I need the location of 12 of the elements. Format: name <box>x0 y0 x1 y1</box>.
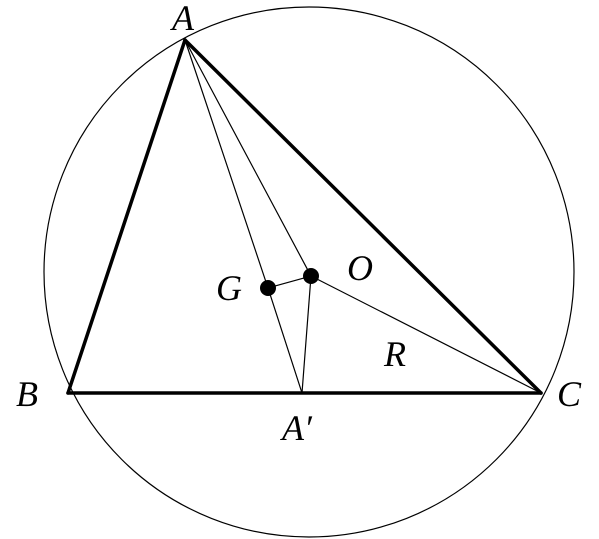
point-label: O <box>347 250 373 286</box>
line-segment <box>301 283 311 394</box>
triangle-side <box>183 38 543 395</box>
line-segment <box>270 295 303 394</box>
point-label: G <box>216 270 242 306</box>
line-segment <box>275 278 304 286</box>
triangle-side <box>66 38 187 395</box>
point-label: B <box>16 376 38 412</box>
point-label: A′ <box>282 410 312 446</box>
point-label: A <box>172 0 194 36</box>
point-label: C <box>557 376 582 412</box>
triangle-side <box>66 391 543 395</box>
